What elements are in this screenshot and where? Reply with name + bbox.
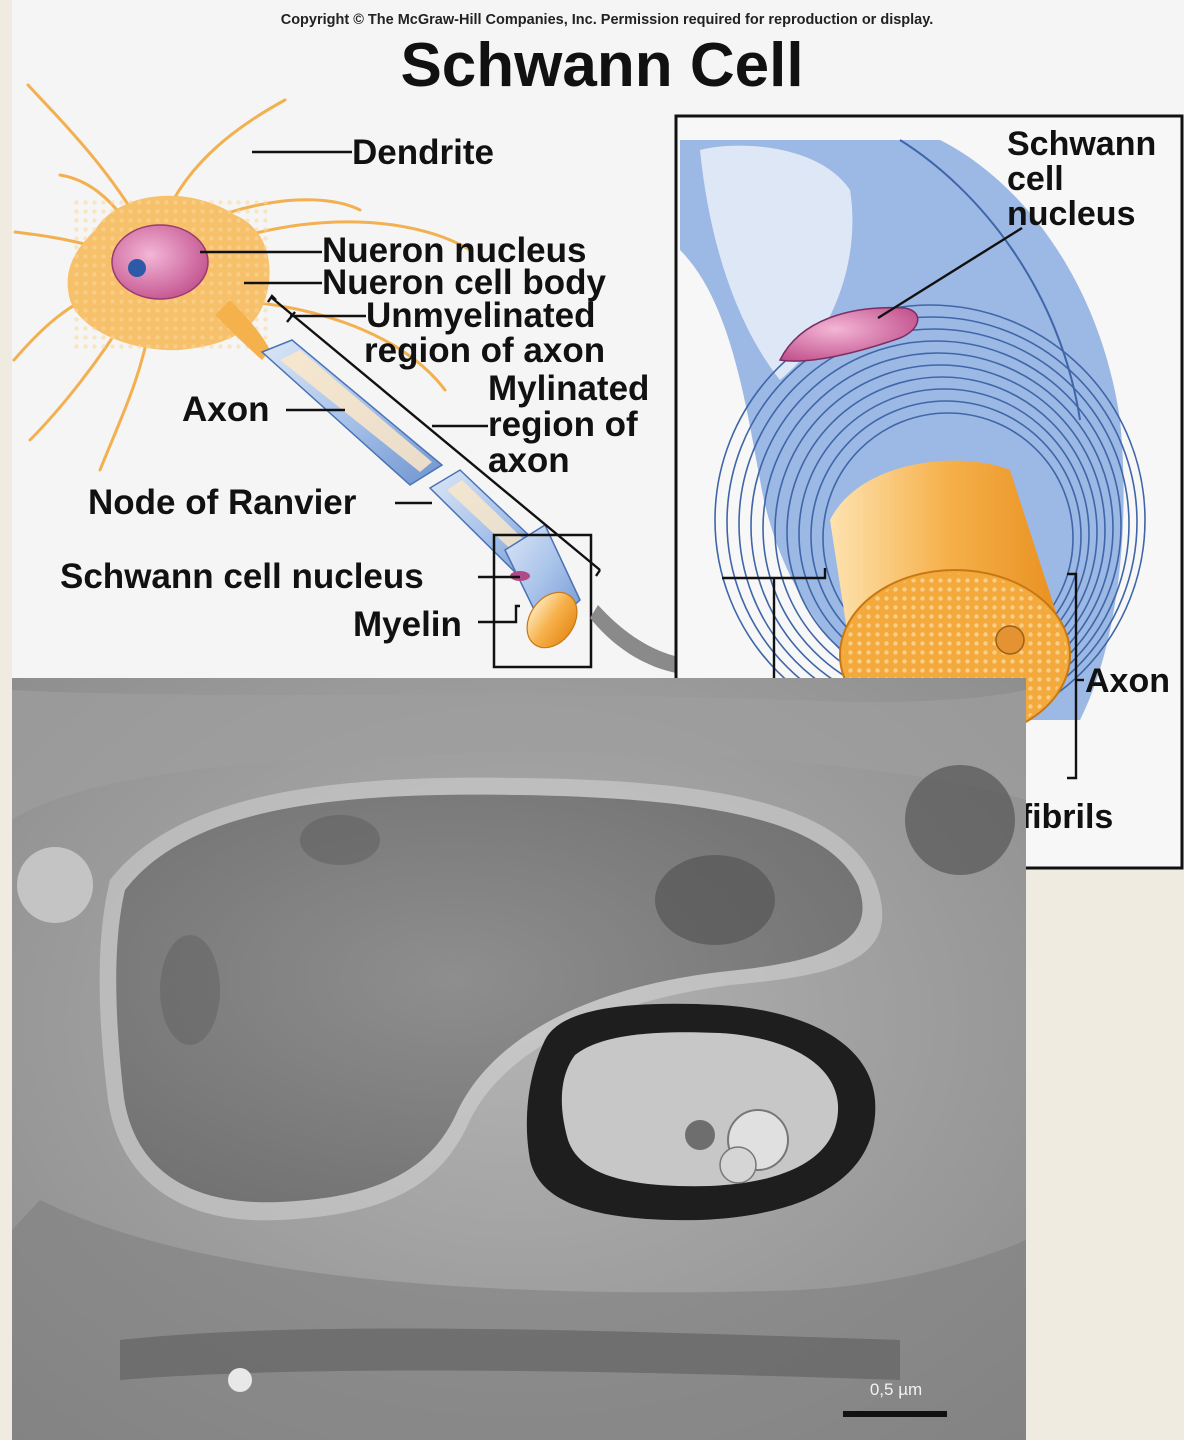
label-myelinated: Mylinated: [488, 369, 649, 408]
nucleolus: [128, 259, 146, 277]
chromatin-clump: [655, 855, 775, 945]
label-node-of-ranvier: Node of Ranvier: [88, 483, 357, 522]
label-unmyelinated-region: region of axon: [364, 331, 605, 370]
scale-bar: [843, 1411, 947, 1417]
inset-label-axon: Axon: [1085, 662, 1170, 700]
micrograph-dark-granule: [905, 765, 1015, 875]
label-myelin: Myelin: [353, 605, 462, 644]
label-unmyelinated: Unmyelinated: [366, 296, 596, 335]
chromatin-clump-2: [300, 815, 380, 865]
axon-organelle: [685, 1120, 715, 1150]
axon-vacuole-2: [720, 1147, 756, 1183]
micrograph-vesicle: [17, 847, 93, 923]
label-myelinated-axon: axon: [488, 441, 570, 480]
electron-micrograph: 0,5 µm: [12, 678, 1026, 1440]
scale-bar-label: 0,5 µm: [870, 1380, 922, 1399]
chromatin-clump-3: [160, 935, 220, 1045]
micrograph-small-vesicle: [228, 1368, 252, 1392]
inset-label-cell: cell: [1007, 160, 1064, 198]
label-dendrite: Dendrite: [352, 133, 494, 172]
mitochondrion: [996, 626, 1024, 654]
copyright-notice: Copyright © The McGraw-Hill Companies, I…: [281, 12, 934, 28]
label-myelinated-region: region of: [488, 405, 638, 444]
micrograph-axon: [562, 1032, 838, 1186]
label-axon: Axon: [182, 390, 270, 429]
figure-title: Schwann Cell: [400, 31, 803, 100]
inset-label-schwann: Schwann: [1007, 125, 1156, 163]
neuron-nucleus: [112, 225, 208, 299]
inset-label-nucleus: nucleus: [1007, 195, 1135, 233]
label-schwann-cell-nucleus: Schwann cell nucleus: [60, 557, 424, 596]
